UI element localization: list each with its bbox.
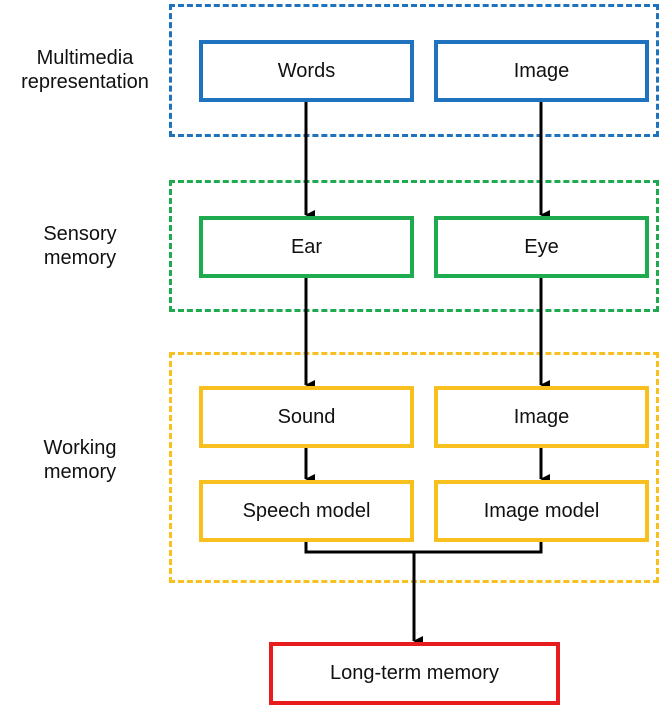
node-ear-label: Ear <box>290 235 323 258</box>
node-speech-model-label: Speech model <box>242 499 371 522</box>
node-eye: Eye <box>434 216 649 278</box>
node-sound: Sound <box>199 386 414 448</box>
label-sensory-memory: Sensory memory <box>43 223 117 269</box>
node-image-multimedia-label: Image <box>513 59 570 82</box>
sensory-container <box>169 180 659 312</box>
multimedia-container <box>169 4 659 137</box>
node-sound-label: Sound <box>277 405 336 428</box>
merge-connector <box>304 541 543 554</box>
node-long-term-memory: Long-term memory <box>269 642 560 705</box>
node-long-term-memory-label: Long-term memory <box>330 662 499 684</box>
node-ear: Ear <box>199 216 414 278</box>
node-speech-model: Speech model <box>199 480 414 542</box>
node-image-model: Image model <box>434 480 649 542</box>
node-image-multimedia: Image <box>434 40 649 102</box>
node-image-working-label: Image <box>513 405 570 428</box>
node-eye-label: Eye <box>524 235 559 258</box>
label-working-memory: Working memory <box>43 437 117 483</box>
node-image-working: Image <box>434 386 649 448</box>
node-words: Words <box>199 40 414 102</box>
node-image-model-label: Image model <box>483 499 600 522</box>
node-words-label: Words <box>277 59 336 82</box>
label-multimedia-representation: Multimedia representation <box>21 47 149 93</box>
